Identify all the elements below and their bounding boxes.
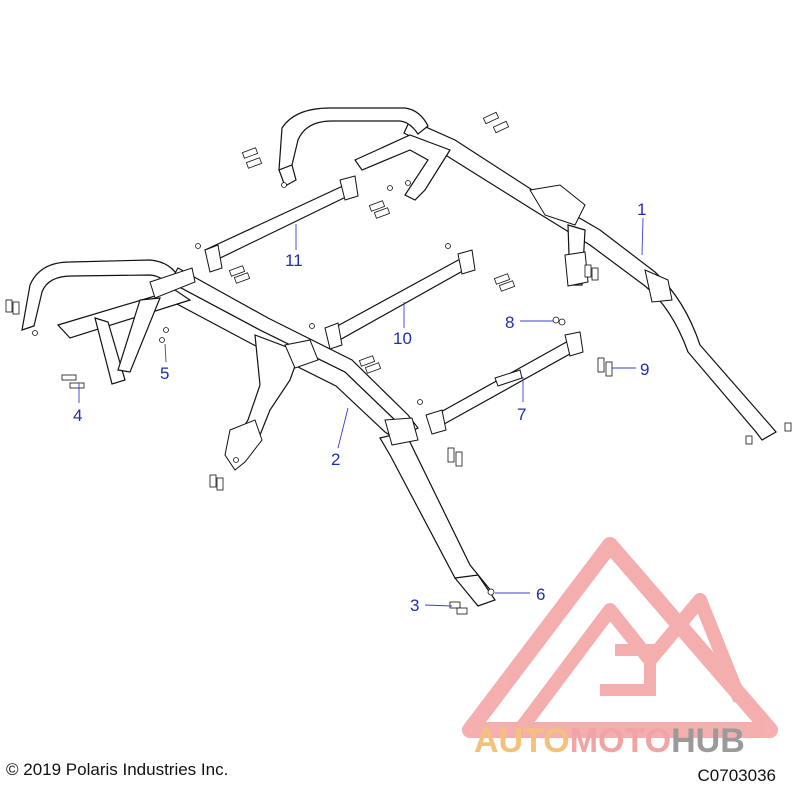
crossbar-7 bbox=[425, 331, 584, 435]
callout-11: 11 bbox=[285, 251, 303, 270]
callout-leaders bbox=[78, 217, 644, 607]
crossbar-10 bbox=[324, 249, 476, 350]
watermark-moto: MOTO bbox=[569, 722, 672, 760]
callout-3: 3 bbox=[410, 596, 419, 615]
copyright-text: © 2019 Polaris Industries Inc. bbox=[6, 760, 229, 779]
callout-8: 8 bbox=[505, 313, 514, 332]
roll-cage-main-frame bbox=[278, 107, 777, 441]
watermark-auto: AUTO bbox=[474, 722, 570, 760]
callout-4: 4 bbox=[73, 406, 82, 425]
watermark-logo bbox=[462, 537, 778, 738]
callout-5: 5 bbox=[160, 364, 169, 383]
watermark-hub: HUB bbox=[671, 722, 745, 760]
watermark-text: AUTOMOTOHUB bbox=[474, 722, 745, 761]
fasteners bbox=[5, 111, 792, 615]
crossbar-11 bbox=[204, 175, 359, 273]
drawing-code: C0703036 bbox=[697, 766, 776, 785]
callout-10: 10 bbox=[393, 329, 412, 348]
callout-2: 2 bbox=[331, 450, 340, 469]
callout-7: 7 bbox=[517, 405, 526, 424]
callout-9: 9 bbox=[640, 360, 649, 379]
roll-cage-front-frame bbox=[21, 259, 496, 607]
callout-labels: 1 2 3 4 5 6 7 8 9 10 11 bbox=[73, 200, 649, 615]
callout-6: 6 bbox=[536, 585, 545, 604]
callout-1: 1 bbox=[637, 200, 646, 219]
